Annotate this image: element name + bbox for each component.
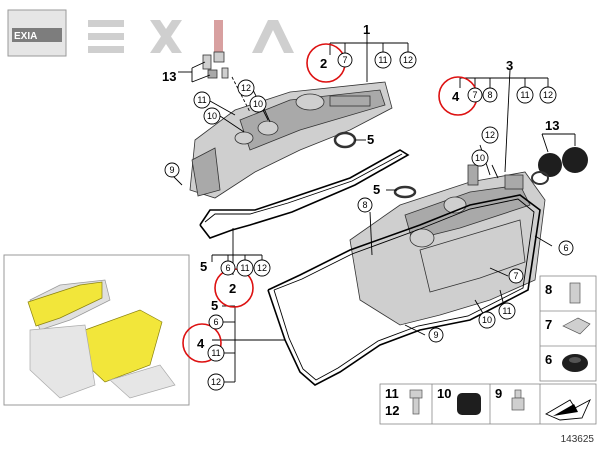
callout-11: 11 (520, 90, 529, 100)
callout-7: 7 (513, 271, 518, 281)
legend-label-12: 12 (385, 403, 399, 418)
callout-10: 10 (253, 99, 263, 109)
legend-label-8: 8 (545, 282, 552, 297)
callout-4: 4 (452, 89, 460, 104)
callout-5: 5 (211, 298, 218, 313)
callout-13: 13 (545, 118, 559, 133)
ring-seal (333, 131, 357, 149)
callout-9: 9 (433, 330, 438, 340)
callout-6: 6 (563, 243, 568, 253)
legend-panel-right: 8 7 6 (539, 275, 597, 382)
callout-5: 5 (367, 132, 374, 147)
callout-10: 10 (475, 153, 485, 163)
callout-12: 12 (257, 263, 267, 273)
legend-label-7: 7 (545, 317, 552, 332)
ring-seal (393, 185, 417, 199)
callout-4: 4 (197, 336, 205, 351)
legend-label-10: 10 (437, 386, 451, 401)
brand-logo: EXIA (7, 9, 67, 57)
engine-inset (3, 254, 190, 406)
gasket-right (267, 194, 541, 386)
legend-label-11: 11 (385, 386, 399, 401)
logo-text: EXIA (14, 31, 37, 42)
oil-caps (531, 147, 588, 185)
callout-10: 10 (482, 315, 492, 325)
gasket-left (199, 149, 410, 239)
circled-callouts: 7 11 12 7 8 11 12 12 11 10 10 9 12 10 8 … (164, 51, 574, 391)
callout-5: 5 (200, 259, 207, 274)
callout-12: 12 (403, 55, 413, 65)
callout-6: 6 (225, 263, 230, 273)
callout-1: 1 (363, 22, 370, 37)
callout-5: 5 (373, 182, 380, 197)
callout-8: 8 (362, 200, 367, 210)
callout-3: 3 (506, 58, 513, 73)
diagram-arrow-icon (545, 398, 591, 421)
callout-11: 11 (378, 55, 387, 65)
sensor-parts-13 (202, 51, 229, 79)
legend-label-9: 9 (495, 386, 502, 401)
callout-13: 13 (162, 69, 176, 84)
valve-cover-left (189, 81, 393, 199)
callout-7: 7 (472, 90, 477, 100)
highlight-ring (182, 323, 222, 363)
callout-12: 12 (241, 83, 251, 93)
callout-12: 12 (543, 90, 553, 100)
legend-label-6: 6 (545, 352, 552, 367)
callout-12: 12 (485, 130, 495, 140)
callout-10: 10 (207, 111, 217, 121)
callout-2: 2 (320, 56, 327, 71)
drawing-number: 143625 (561, 434, 595, 445)
callout-6: 6 (213, 317, 218, 327)
callout-2: 2 (229, 281, 236, 296)
callout-7: 7 (342, 55, 347, 65)
brand-wordmark (88, 20, 294, 53)
callout-12: 12 (211, 377, 221, 387)
callout-8: 8 (487, 90, 492, 100)
callout-11: 11 (197, 95, 206, 105)
callout-11: 11 (502, 306, 511, 316)
legend-panel-bottom: 11 12 10 9 (379, 383, 597, 425)
callout-9: 9 (169, 165, 174, 175)
callout-11: 11 (211, 348, 220, 358)
callout-11: 11 (240, 263, 249, 273)
